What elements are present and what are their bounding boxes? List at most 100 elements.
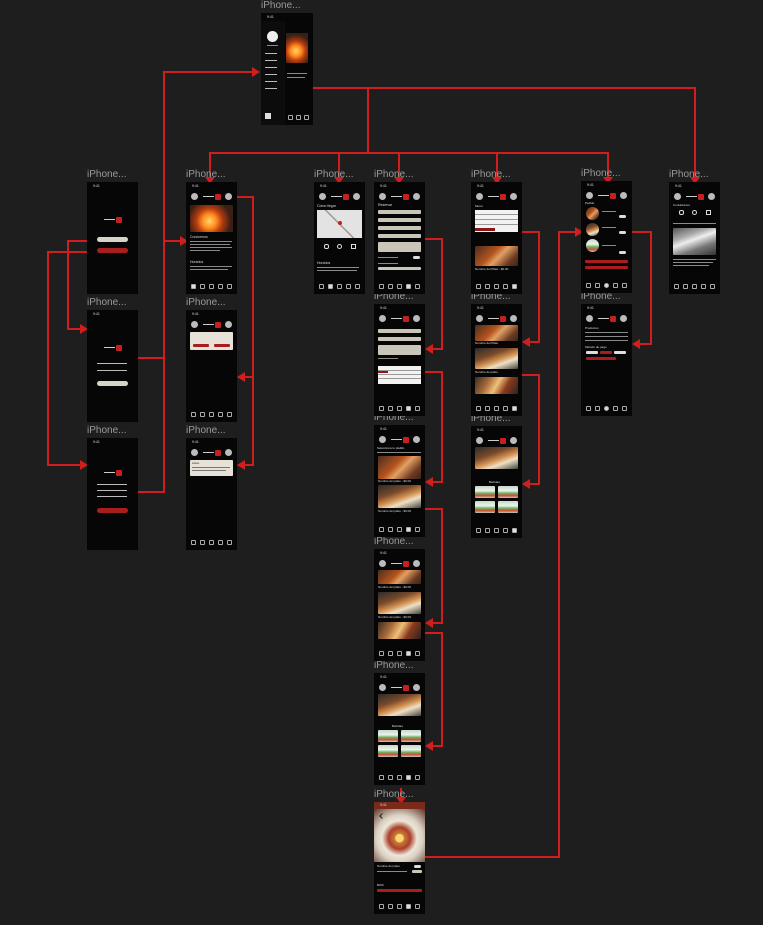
phone-input[interactable] [378, 218, 421, 222]
accept-button[interactable] [214, 344, 230, 347]
nav-icon[interactable] [288, 115, 294, 120]
location-icon[interactable] [200, 284, 205, 289]
register-submit-button[interactable] [97, 508, 128, 513]
time-picker-table[interactable] [378, 366, 421, 384]
quantity-stepper[interactable] [619, 231, 626, 234]
calendar-icon[interactable] [613, 283, 618, 288]
home-icon[interactable] [319, 284, 324, 289]
whatsapp-icon[interactable] [692, 210, 698, 215]
notes-input[interactable] [378, 242, 421, 252]
menu-icon[interactable] [191, 449, 198, 456]
dish-card-photo[interactable] [378, 456, 421, 479]
payment-option[interactable] [614, 351, 626, 354]
quantity-stepper[interactable] [619, 215, 626, 218]
home-icon[interactable] [586, 283, 591, 288]
location-icon[interactable] [683, 284, 688, 289]
add-icon[interactable] [209, 284, 214, 289]
profile-icon[interactable] [413, 436, 420, 443]
home-icon[interactable] [674, 284, 679, 289]
location-icon[interactable] [485, 284, 490, 289]
profile-icon[interactable] [620, 315, 627, 322]
home-icon[interactable] [379, 775, 384, 780]
location-icon[interactable] [595, 283, 600, 288]
drawer-item[interactable] [265, 74, 277, 75]
menu-category-table[interactable] [475, 210, 518, 232]
notes-input[interactable] [378, 345, 421, 355]
profile-icon[interactable] [413, 315, 420, 322]
name-input[interactable] [378, 329, 421, 333]
calendar-icon[interactable] [346, 284, 351, 289]
mail-icon[interactable] [415, 775, 420, 780]
profile-icon[interactable] [353, 193, 360, 200]
menu-icon[interactable] [586, 315, 593, 322]
home-icon[interactable] [476, 284, 481, 289]
profile-icon[interactable] [225, 321, 232, 328]
location-icon[interactable] [388, 406, 393, 411]
mail-icon[interactable] [227, 284, 232, 289]
home-icon[interactable] [379, 527, 384, 532]
name-field[interactable] [97, 484, 127, 485]
home-icon[interactable] [379, 904, 384, 909]
dish-card-photo[interactable] [475, 348, 518, 369]
menu-icon[interactable] [379, 560, 386, 567]
menu-icon[interactable] [379, 193, 386, 200]
dish-card-photo[interactable] [475, 377, 518, 394]
add-icon[interactable] [494, 284, 499, 289]
calendar-icon[interactable] [218, 284, 223, 289]
email-field[interactable] [97, 363, 127, 364]
add-icon[interactable] [209, 540, 214, 545]
home-icon[interactable] [476, 528, 481, 533]
mail-icon[interactable] [227, 412, 232, 417]
facebook-icon[interactable] [350, 244, 356, 249]
instagram-icon[interactable] [679, 210, 685, 215]
add-icon[interactable] [397, 651, 402, 656]
menu-icon[interactable] [586, 192, 593, 199]
mail-icon[interactable] [415, 284, 420, 289]
add-icon[interactable] [494, 528, 499, 533]
drink-photo[interactable] [378, 730, 398, 742]
menu-icon[interactable] [476, 315, 483, 322]
add-icon[interactable] [337, 284, 342, 289]
mail-icon[interactable] [415, 904, 420, 909]
location-icon[interactable] [388, 284, 393, 289]
profile-icon[interactable] [510, 437, 517, 444]
dish-card-photo[interactable] [475, 246, 518, 266]
menu-icon[interactable] [379, 436, 386, 443]
drink-photo[interactable] [401, 745, 421, 757]
drawer-item[interactable] [265, 53, 277, 54]
mail-icon[interactable] [512, 284, 517, 289]
location-icon[interactable] [200, 540, 205, 545]
nav-icon[interactable] [303, 115, 309, 120]
mail-icon[interactable] [227, 540, 232, 545]
location-icon[interactable] [388, 651, 393, 656]
date-input[interactable] [378, 226, 421, 230]
home-icon[interactable] [379, 284, 384, 289]
drink-photo[interactable] [475, 486, 495, 498]
instagram-icon[interactable] [324, 244, 330, 249]
mail-icon[interactable] [415, 527, 420, 532]
cancel-button[interactable] [193, 344, 209, 347]
add-icon[interactable] [397, 775, 402, 780]
mail-icon[interactable] [512, 528, 517, 533]
whatsapp-icon[interactable] [337, 244, 343, 249]
email-field[interactable] [97, 490, 127, 491]
quantity-stepper[interactable] [619, 251, 626, 254]
menu-icon[interactable] [379, 684, 386, 691]
calendar-icon[interactable] [218, 540, 223, 545]
profile-icon[interactable] [413, 684, 420, 691]
add-icon[interactable] [494, 406, 499, 411]
dish-card-photo[interactable] [378, 694, 421, 716]
guests-select[interactable] [378, 267, 421, 270]
dish-card-photo[interactable] [475, 447, 518, 469]
calendar-icon[interactable] [406, 527, 411, 532]
calendar-icon[interactable] [406, 775, 411, 780]
pay-now-button[interactable] [585, 266, 628, 269]
home-icon[interactable] [379, 406, 384, 411]
menu-icon[interactable] [191, 321, 198, 328]
calendar-icon[interactable] [701, 284, 706, 289]
mail-icon[interactable] [512, 406, 517, 411]
drawer-item[interactable] [265, 88, 277, 89]
option-toggle[interactable] [414, 865, 421, 868]
add-icon[interactable] [397, 904, 402, 909]
location-icon[interactable] [485, 528, 490, 533]
